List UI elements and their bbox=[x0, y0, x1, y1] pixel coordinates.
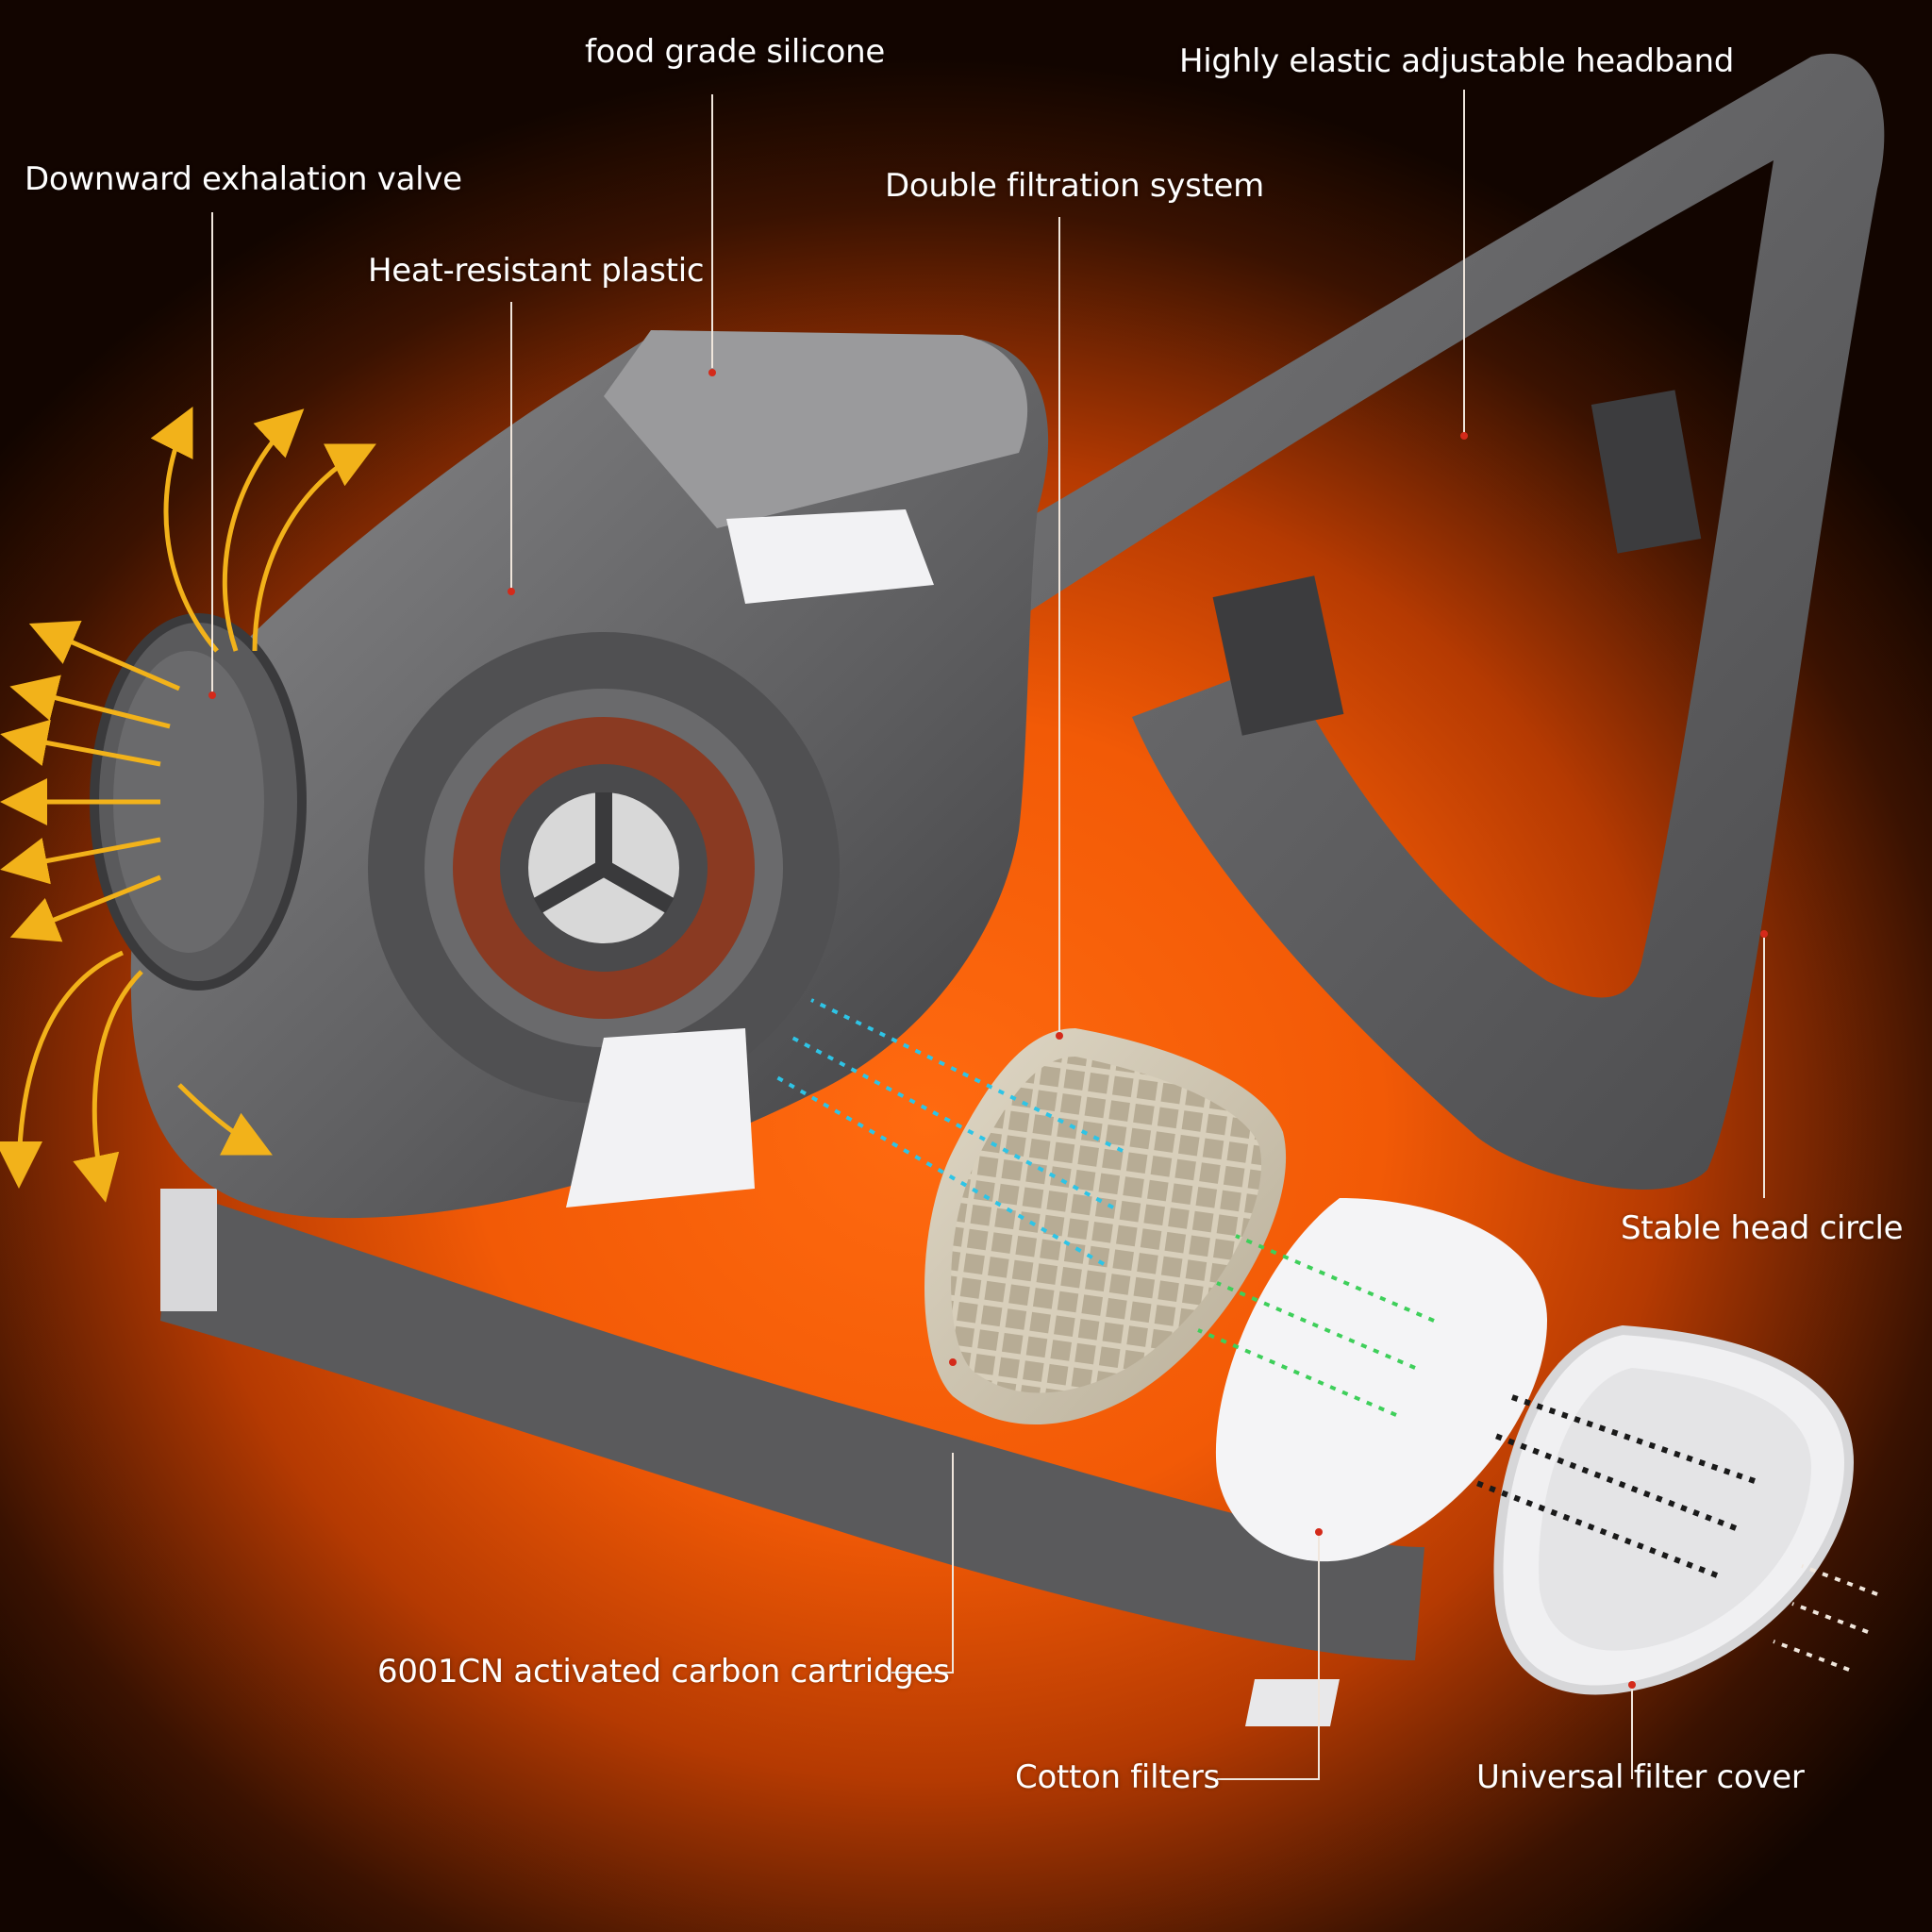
label-carbon-cartridges: 6001CN activated carbon cartridges bbox=[377, 1653, 950, 1690]
label-headband: Highly elastic adjustable headband bbox=[1179, 42, 1734, 80]
label-exhalation-valve: Downward exhalation valve bbox=[25, 160, 462, 198]
label-double-filtration: Double filtration system bbox=[885, 167, 1264, 205]
label-head-circle: Stable head circle bbox=[1621, 1209, 1904, 1247]
callout-lines bbox=[211, 90, 1765, 1780]
inhalation-port bbox=[368, 632, 840, 1104]
callout-dots bbox=[208, 369, 1768, 1689]
label-filter-cover: Universal filter cover bbox=[1476, 1758, 1805, 1796]
cotton-filter bbox=[1215, 1198, 1547, 1562]
label-heat-resistant: Heat-resistant plastic bbox=[368, 252, 705, 290]
exhale-airflow-arrows bbox=[0, 407, 376, 1203]
strap-clips bbox=[566, 509, 934, 1208]
neck-strap bbox=[160, 1189, 1424, 1726]
carbon-cartridge bbox=[924, 1028, 1287, 1424]
inhale-airflow-arrows bbox=[773, 998, 1878, 1672]
label-cotton-filters: Cotton filters bbox=[1015, 1758, 1220, 1796]
headband-strap bbox=[877, 53, 1885, 1190]
label-food-grade-silicone: food grade silicone bbox=[585, 33, 885, 71]
filter-cover bbox=[1493, 1324, 1855, 1695]
